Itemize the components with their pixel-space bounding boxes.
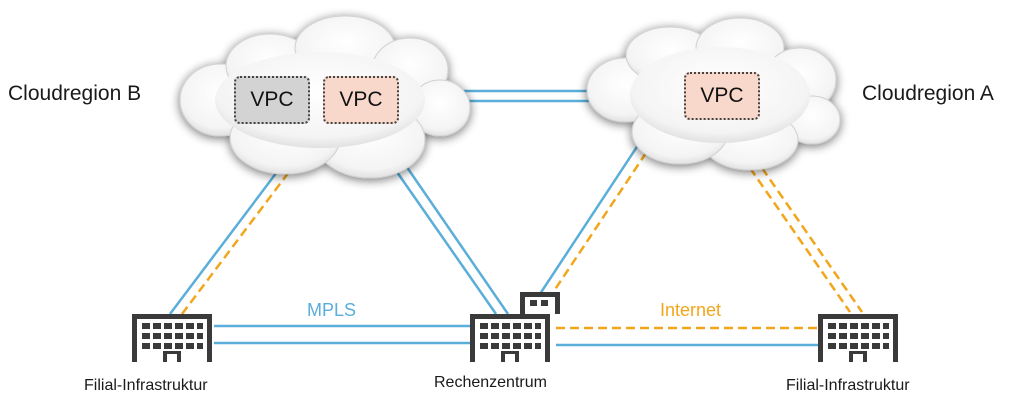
branch-left-label: Filial-Infrastruktur: [84, 377, 208, 394]
internet-region-a-to-branch-right-b: [760, 167, 864, 313]
internet-branch-left-to-region-b: [181, 159, 299, 315]
mpls-links: [169, 89, 822, 347]
building-icon: [470, 292, 560, 362]
internet-datacenter-to-region-a: [546, 131, 662, 301]
vpc-box: VPC: [323, 76, 399, 124]
vpc-box: VPC: [234, 76, 310, 124]
region-b-label: Cloudregion B: [8, 82, 142, 105]
internet-links: [181, 131, 864, 330]
vpc-box: VPC: [684, 72, 760, 120]
mpls-label: MPLS: [307, 300, 357, 320]
building-icon: [818, 314, 898, 362]
mpls-region-b-to-datacenter-b: [400, 159, 510, 315]
internet-region-a-to-branch-right-a: [748, 167, 852, 313]
internet-label: Internet: [660, 300, 722, 320]
datacenter-label: Rechenzentrum: [434, 374, 547, 391]
building-icon: [132, 314, 212, 362]
region-a-label: Cloudregion A: [862, 82, 994, 105]
mpls-branch-left-to-region-b: [169, 159, 287, 315]
mpls-datacenter-to-region-a: [534, 129, 650, 301]
branch-right-label: Filial-Infrastruktur: [786, 377, 910, 394]
mpls-region-b-to-datacenter-a: [388, 161, 498, 315]
